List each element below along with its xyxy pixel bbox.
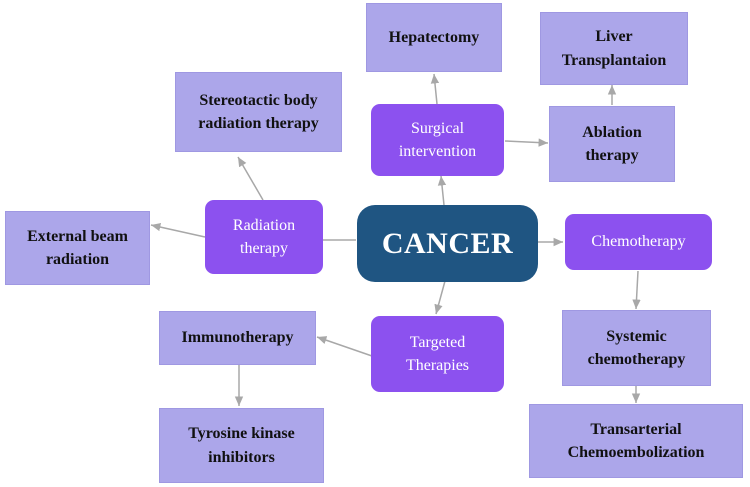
targeted-therapies-label: Targeted Therapies bbox=[405, 333, 470, 374]
arrow-targeted-to-immunotherapy bbox=[316, 336, 373, 357]
systemic-chemotherapy-node: Systemic chemotherapy bbox=[562, 310, 711, 386]
ablation-therapy-label: Ablation therapy bbox=[582, 123, 642, 164]
cancer-root-node: CANCER bbox=[357, 205, 538, 282]
arrow-cancer-to-surgical bbox=[437, 175, 447, 206]
chemotherapy-node: Chemotherapy bbox=[565, 214, 712, 270]
tyrosine-kinase-inhibitors-label: Tyrosine kinase inhibitors bbox=[188, 425, 295, 466]
chemotherapy-label: Chemotherapy bbox=[591, 233, 686, 251]
external-beam-radiation-node: External beam radiation bbox=[5, 211, 150, 285]
sbrt-label: Stereotactic body radiation therapy bbox=[198, 91, 319, 132]
arrow-radiation-to-external bbox=[150, 222, 206, 238]
arrow-surgical-to-hepatectomy bbox=[430, 73, 440, 105]
hepatectomy-node: Hepatectomy bbox=[366, 3, 502, 72]
surgical-intervention-label: Surgical intervention bbox=[398, 119, 477, 160]
hepatectomy-label: Hepatectomy bbox=[388, 28, 480, 46]
transarterial-chemoembolization-label: Transarterial Chemoembolization bbox=[567, 420, 705, 461]
arrow-radiation-to-sbrt bbox=[237, 156, 264, 201]
ablation-therapy-node: Ablation therapy bbox=[549, 106, 675, 182]
arrow-surgical-to-ablation bbox=[504, 138, 549, 147]
arrow-chemotherapy-to-systemic bbox=[632, 270, 641, 310]
immunotherapy-label: Immunotherapy bbox=[181, 329, 294, 347]
immunotherapy-node: Immunotherapy bbox=[159, 311, 316, 365]
sbrt-node: Stereotactic body radiation therapy bbox=[175, 72, 342, 152]
targeted-therapies-node: Targeted Therapies bbox=[371, 316, 504, 392]
radiation-therapy-node: Radiation therapy bbox=[205, 200, 323, 274]
arrow-cancer-to-targeted bbox=[434, 280, 446, 315]
tyrosine-kinase-inhibitors-node: Tyrosine kinase inhibitors bbox=[159, 408, 324, 483]
transarterial-chemoembolization-node: Transarterial Chemoembolization bbox=[529, 404, 743, 478]
systemic-chemotherapy-label: Systemic chemotherapy bbox=[587, 327, 686, 368]
cancer-label: CANCER bbox=[381, 226, 514, 260]
radiation-therapy-label: Radiation therapy bbox=[232, 216, 296, 257]
liver-transplant-node: Liver Transplantaion bbox=[540, 12, 688, 85]
liver-transplant-label: Liver Transplantaion bbox=[561, 28, 667, 69]
external-beam-radiation-label: External beam radiation bbox=[27, 227, 128, 268]
surgical-intervention-node: Surgical intervention bbox=[371, 104, 504, 176]
